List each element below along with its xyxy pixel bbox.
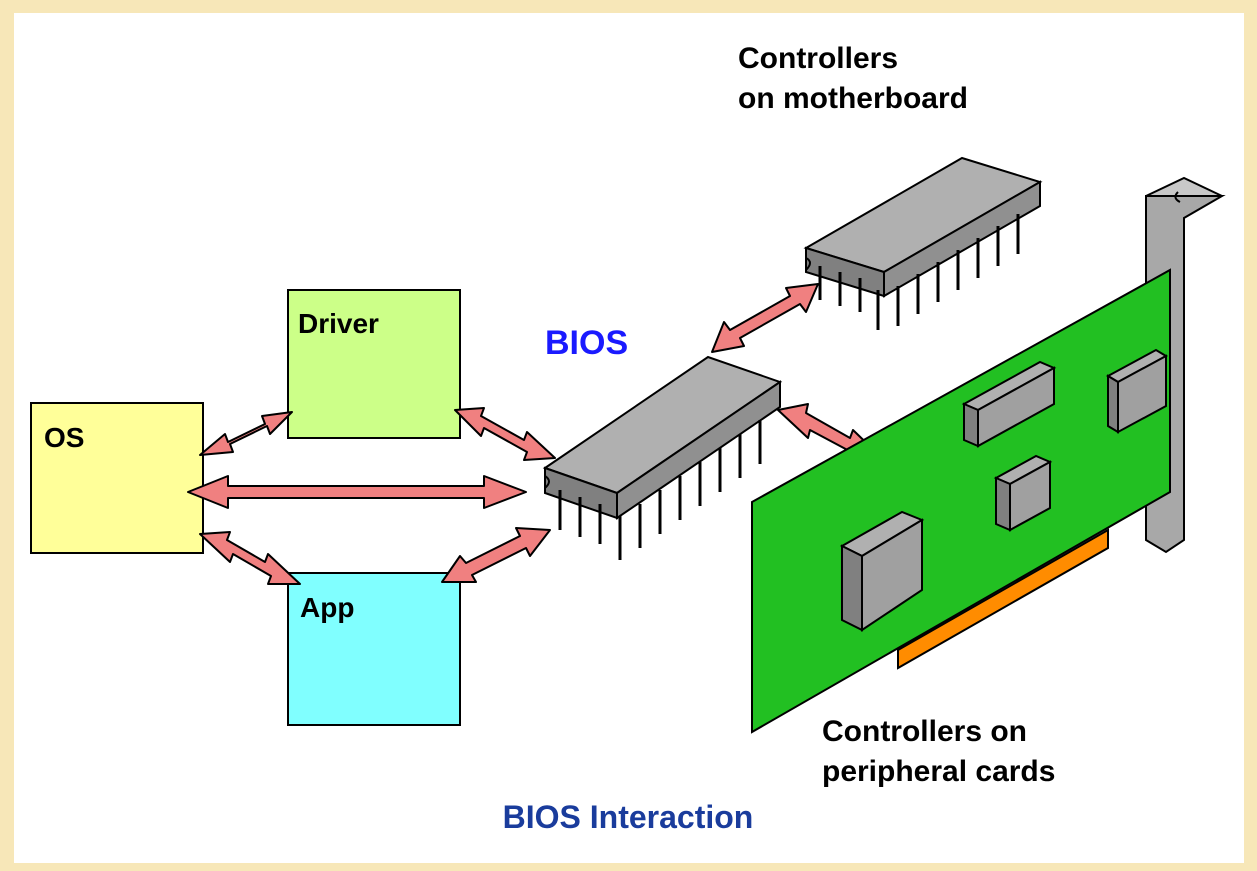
arrow-os-app (199, 531, 301, 585)
app-box (287, 572, 461, 726)
app-label: App (300, 592, 354, 623)
peripheral-label-line2: peripheral cards (822, 755, 1055, 788)
arrow-app-bios (441, 527, 551, 583)
os-box (30, 402, 204, 554)
os-label: OS (44, 422, 84, 453)
bios-chip-icon (542, 355, 783, 560)
driver-label: Driver (298, 308, 379, 339)
driver-box (287, 289, 461, 439)
peripheral-label-line1: Controllers on (822, 715, 1027, 748)
arrow-bios-motherboard (711, 283, 819, 353)
motherboard-label-line2: on motherboard (738, 82, 968, 115)
motherboard-label-line1: Controllers (738, 42, 898, 75)
bios-label: BIOS (545, 324, 628, 362)
arrow-os-bios (187, 475, 527, 509)
motherboard-chip-icon (803, 156, 1043, 330)
peripheral-card-icon (751, 268, 1171, 734)
arrow-os-driver (199, 411, 293, 456)
arrow-driver-bios (454, 407, 556, 461)
caption: BIOS Interaction (503, 799, 754, 835)
